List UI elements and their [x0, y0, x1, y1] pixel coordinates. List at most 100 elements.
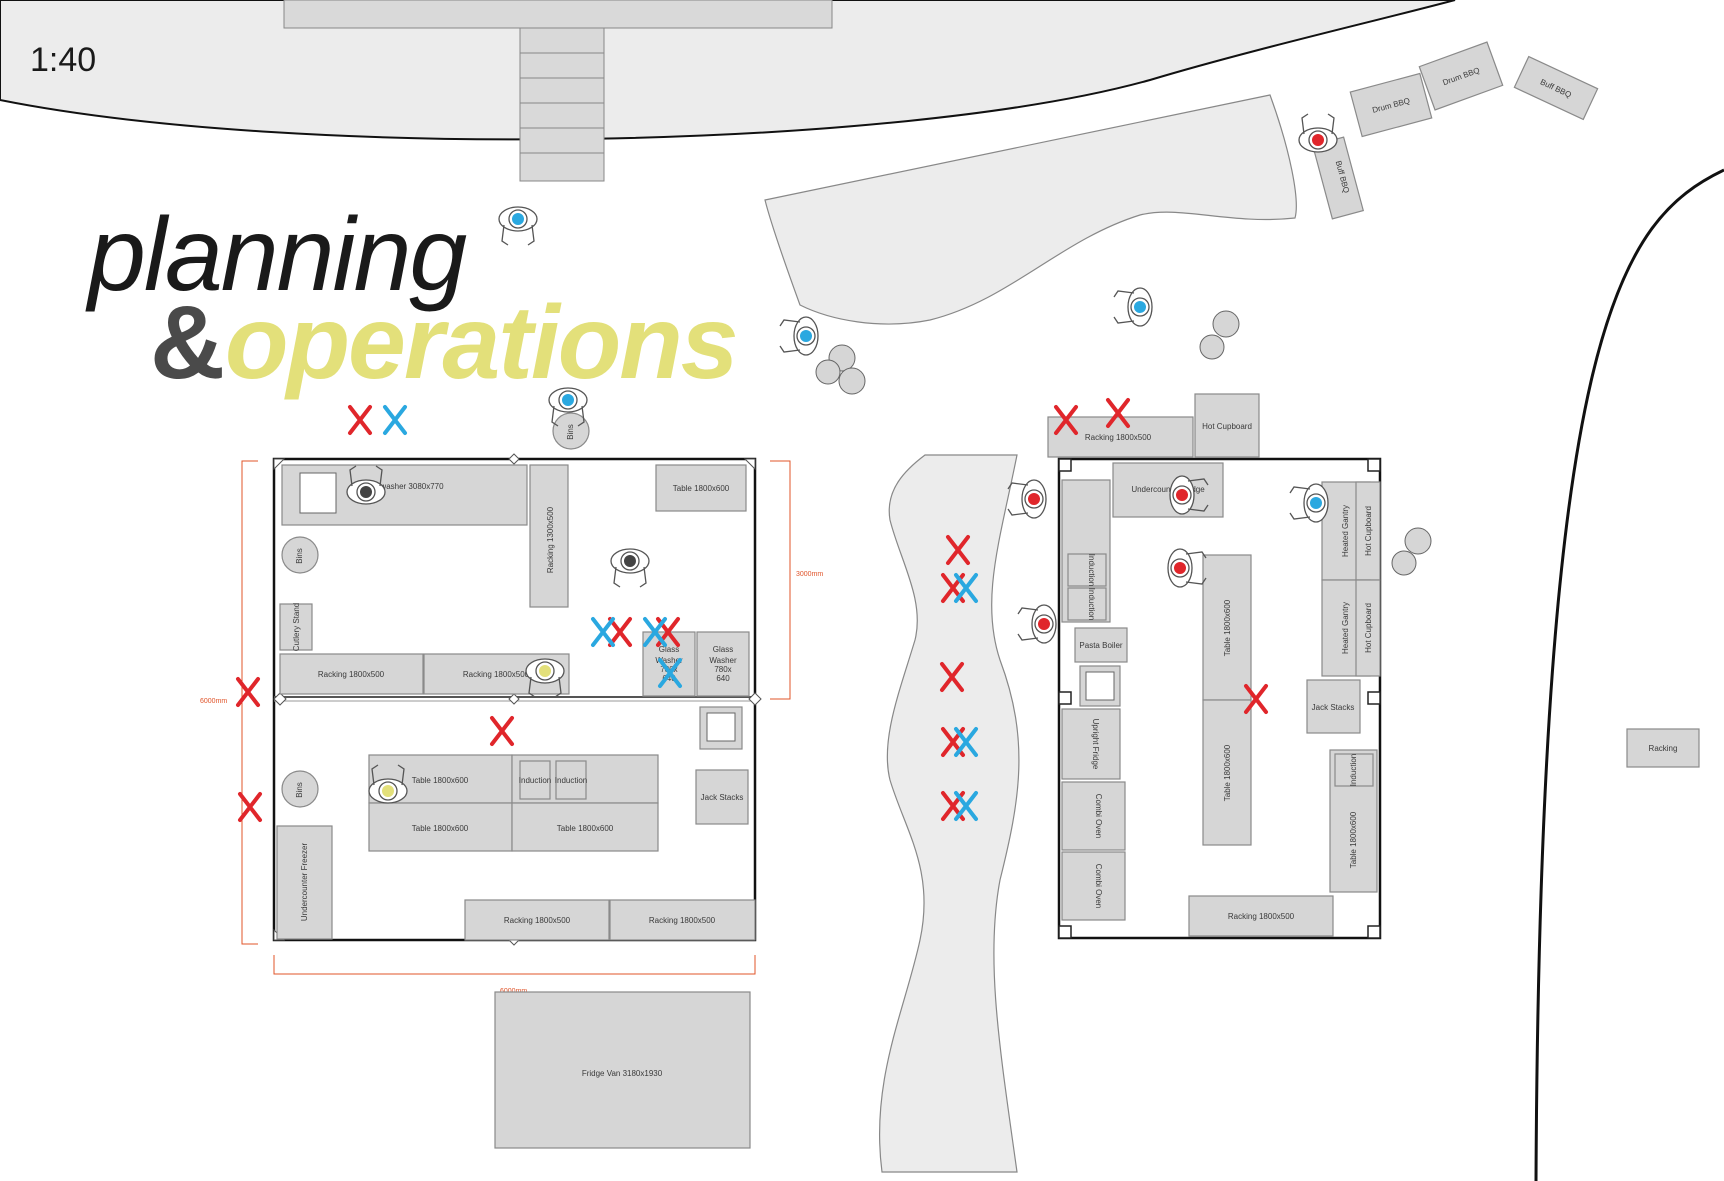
blue-x-marker — [383, 405, 407, 435]
racking-vertical[interactable] — [529, 464, 569, 608]
hot-cupboard-2[interactable] — [1355, 579, 1381, 677]
combi-oven-1[interactable] — [1061, 781, 1126, 851]
staff-role-dot — [1038, 618, 1050, 630]
racking-bottom-2[interactable] — [609, 899, 756, 941]
hot-cupboard-2-label: Hot Cupboard — [1364, 603, 1373, 653]
tent-1: 6000mm 3000mm 6000mm Dishwasher 3080x770… — [200, 412, 823, 995]
hot-cupboard-1-label: Hot Cupboard — [1364, 506, 1373, 556]
blue-x-marker — [591, 617, 615, 647]
racking-far[interactable] — [1626, 728, 1700, 768]
induction-b[interactable] — [1067, 587, 1107, 621]
table-top-label: Table 1800x600 — [673, 484, 730, 493]
staff-figure — [498, 206, 538, 246]
drum-bbq-1[interactable] — [1349, 72, 1433, 138]
staff-figure — [1007, 479, 1047, 519]
induction-2[interactable] — [555, 760, 587, 800]
staff-role-dot — [512, 213, 524, 225]
red-x-marker — [1054, 405, 1078, 435]
table-center-1[interactable] — [1202, 554, 1252, 701]
staff-figure — [1017, 604, 1057, 644]
staff-figure — [525, 658, 565, 698]
racking-bottom-1-label: Racking 1800x500 — [504, 916, 571, 925]
racking-top-tent2-label: Racking 1800x500 — [1085, 433, 1152, 442]
pasta-boiler[interactable] — [1074, 627, 1128, 663]
winding-path-upper — [764, 94, 1297, 325]
cutlery-stand[interactable] — [279, 603, 313, 651]
hot-cupboard-top[interactable] — [1194, 393, 1260, 458]
heated-gantry-2-label: Heated Gantry — [1341, 602, 1350, 654]
racking-bottom-1[interactable] — [464, 899, 610, 941]
bins-lower-label: Bins — [295, 782, 304, 798]
red-x-marker — [238, 792, 262, 822]
glass-washer-2-line1: Glass — [713, 645, 733, 654]
table-top[interactable] — [655, 464, 747, 512]
red-x-marker — [1106, 398, 1130, 428]
table-3[interactable] — [511, 802, 659, 852]
racking-mid-1[interactable] — [279, 653, 424, 695]
glass-washer-2-line2: Washer — [709, 656, 737, 665]
title-ampersand: & — [150, 285, 225, 401]
blue-x-marker — [954, 727, 978, 757]
staff-figure — [346, 465, 386, 505]
induction-a[interactable] — [1067, 553, 1107, 587]
combi-oven-2[interactable] — [1061, 851, 1126, 921]
cutlery-stand-label: Cutlery Stand — [292, 603, 301, 651]
glass-washer-2-line3: 780x — [714, 665, 731, 674]
staff-role-dot — [800, 330, 812, 342]
glass-washer-2[interactable] — [696, 631, 750, 697]
fridge-van[interactable] — [494, 991, 751, 1149]
hot-cupboard-top-label: Hot Cupboard — [1202, 422, 1252, 431]
glass-washer-2-line4: 640 — [716, 674, 730, 683]
undercounter-fridge-label: Undercounter Fridge — [1131, 485, 1205, 494]
undercounter-freezer-label: Undercounter Freezer — [300, 843, 309, 922]
road-curve — [1534, 168, 1724, 1181]
undercounter-freezer[interactable] — [276, 825, 333, 940]
bins-lower[interactable] — [281, 770, 319, 808]
tent-2: Racking 1800x500 Hot Cupboard Undercount… — [1047, 393, 1382, 940]
staff-positions — [346, 113, 1338, 804]
jack-stacks-tent2-label: Jack Stacks — [1312, 703, 1355, 712]
bins-upper[interactable] — [281, 536, 319, 574]
red-x-marker — [1244, 684, 1268, 714]
jack-stacks-tent2[interactable] — [1306, 679, 1361, 734]
heated-gantry-1-label: Heated Gantry — [1341, 505, 1350, 557]
upright-fridge[interactable] — [1061, 708, 1121, 780]
staff-figure — [1289, 483, 1329, 523]
induction-2-label: Induction — [555, 776, 587, 785]
stools — [815, 310, 1432, 576]
racking-top-tent2[interactable] — [1047, 416, 1194, 458]
staff-figure — [1169, 475, 1209, 515]
combi-oven-2-label: Combi Oven — [1094, 864, 1103, 908]
glass-washer-1-line1: Glass — [659, 645, 679, 654]
hand-sink-basin — [706, 712, 736, 742]
drum-bbq-2[interactable] — [1418, 41, 1504, 111]
racking-bottom-tent2[interactable] — [1188, 895, 1334, 937]
outdoor-bbq-area: Drum BBQ Drum BBQ Buff BBQ Buff BBQ Rack… — [1311, 41, 1700, 768]
induction-c[interactable] — [1334, 753, 1374, 787]
glass-washer-1[interactable] — [642, 631, 696, 697]
jack-stacks-tent1[interactable] — [695, 769, 749, 825]
bins-outside[interactable] — [552, 412, 590, 450]
glass-washer-1-line2: Washer — [655, 656, 683, 665]
buff-bbq-1[interactable] — [1513, 55, 1599, 121]
table-center-1-label: Table 1800x600 — [1223, 599, 1232, 656]
staff-figure — [1298, 113, 1338, 153]
blue-x-marker — [658, 658, 682, 688]
undercounter-fridge[interactable] — [1112, 462, 1224, 518]
induction-1[interactable] — [519, 760, 551, 800]
racking-far-label: Racking — [1649, 744, 1678, 753]
staff-figure — [1167, 548, 1207, 588]
dishwasher-label: Dishwasher 3080x770 — [364, 482, 444, 491]
blue-x-marker — [954, 573, 978, 603]
blue-x-marker — [643, 617, 667, 647]
staff-figure — [1113, 287, 1153, 327]
entrance-steps — [519, 27, 605, 182]
fridge-van-label: Fridge Van 3180x1930 — [582, 1069, 663, 1078]
staff-role-dot — [624, 555, 636, 567]
induction-b-label: Induction — [1087, 588, 1096, 620]
staff-role-dot — [360, 486, 372, 498]
building-outline — [0, 0, 1456, 141]
table-center-2[interactable] — [1202, 699, 1252, 846]
jack-stacks-tent1-label: Jack Stacks — [701, 793, 744, 802]
